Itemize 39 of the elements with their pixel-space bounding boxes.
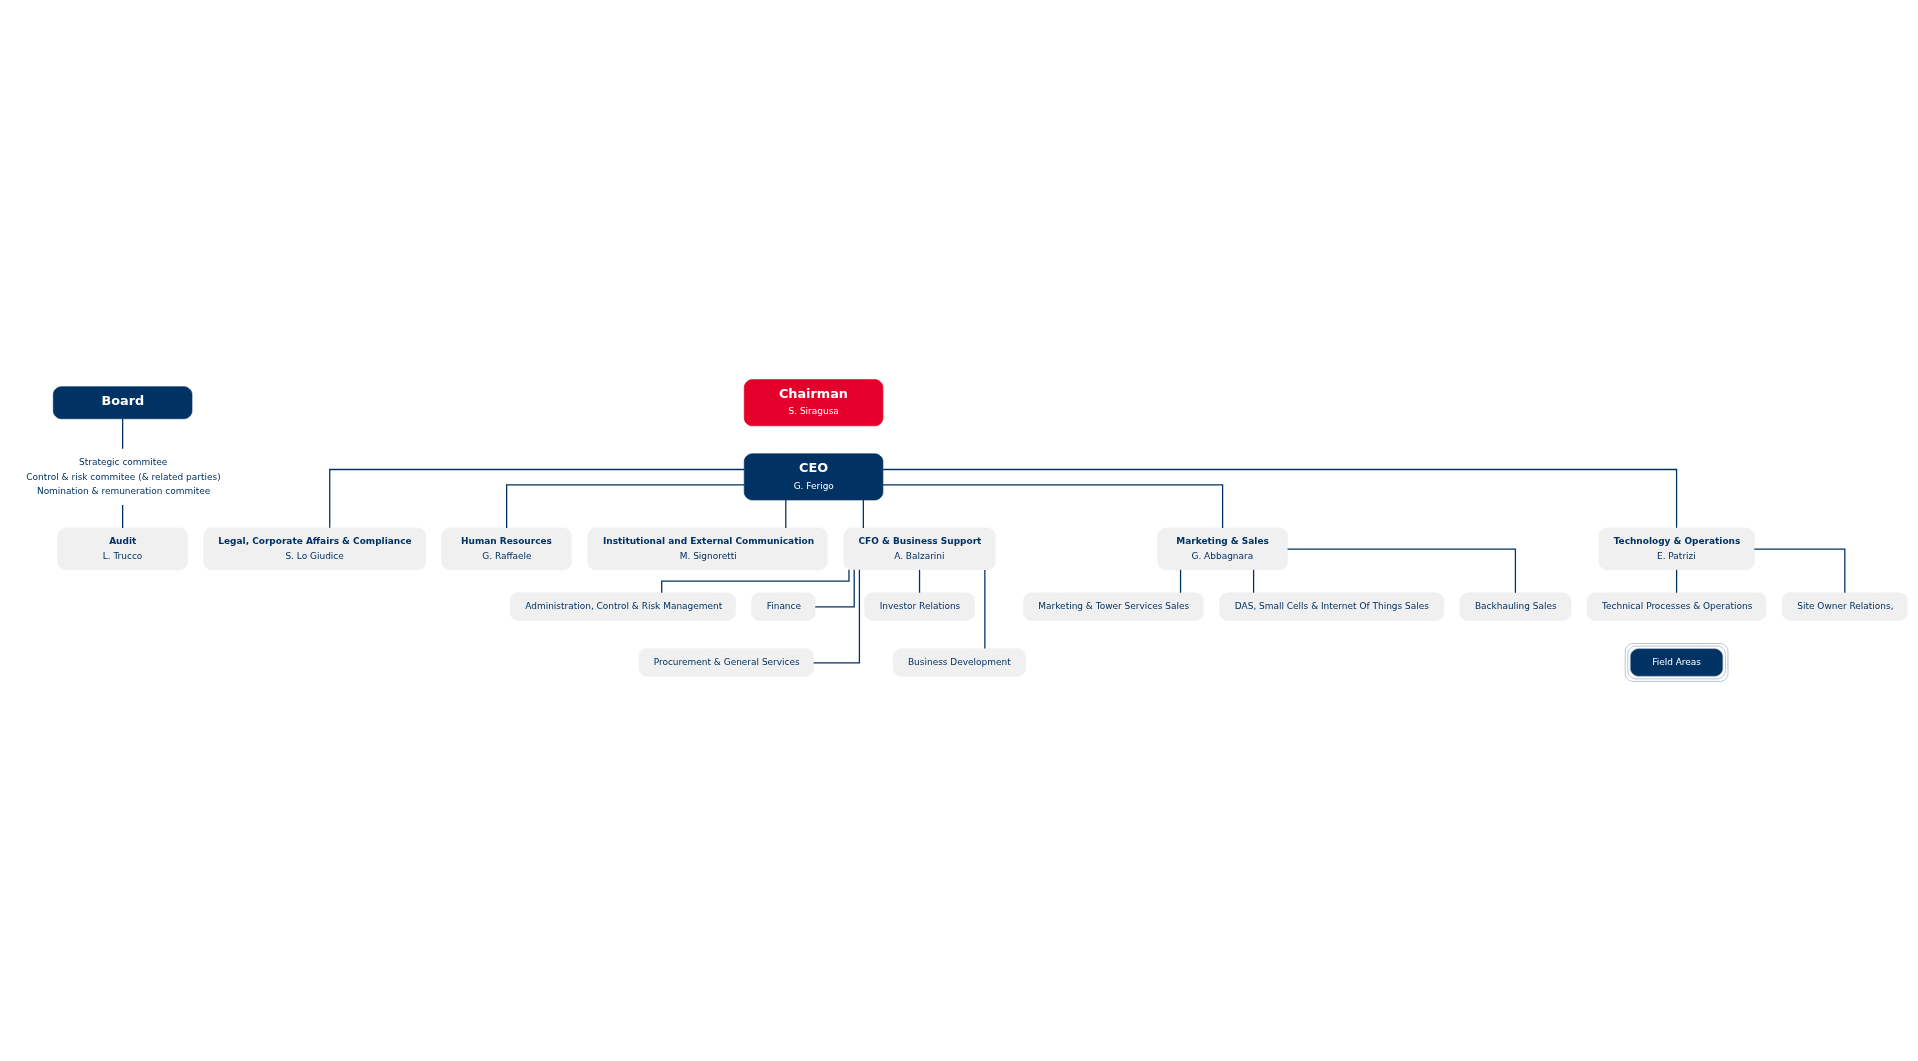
node-box: Institutional and External Communication M. Signoretti — [587, 527, 828, 570]
node-box: Chairman S. Siragusa — [743, 379, 883, 427]
connector — [812, 569, 860, 664]
node-box: Business Development — [892, 648, 1026, 677]
node-box: Investor Relations — [863, 592, 975, 621]
connector — [505, 484, 745, 529]
node-box: Technology & Operations E. Patrizi — [1598, 527, 1755, 570]
connector — [1753, 548, 1845, 594]
connector — [1179, 569, 1181, 594]
node-text: Strategic commitee Control & risk commitee (& related parties) Nomination & remuneration commitee — [25, 457, 221, 496]
connector — [328, 468, 745, 529]
connector — [814, 569, 855, 608]
connector — [1675, 569, 1677, 594]
connector — [121, 504, 123, 529]
node-box: Finance — [750, 592, 815, 621]
connector — [121, 418, 123, 450]
node-box: Backhauling Sales — [1459, 592, 1571, 621]
node-box: CFO & Business Support A. Balzarini — [842, 527, 996, 570]
connector — [1286, 548, 1516, 594]
node-box: Administration, Control & Risk Management — [509, 592, 736, 621]
connector — [1252, 569, 1254, 594]
node-box: CEO G. Ferigo — [743, 453, 883, 501]
node-box: Marketing & Tower Services Sales — [1022, 592, 1204, 621]
node-box: Site Owner Relations, — [1781, 592, 1908, 621]
node-box: Marketing & Sales G. Abbagnara — [1156, 527, 1288, 570]
connector — [784, 499, 786, 529]
connector — [881, 484, 1223, 529]
node-box: DAS, Small Cells & Internet Of Things Sales — [1218, 592, 1444, 621]
connector — [983, 569, 985, 650]
connector — [660, 569, 850, 594]
node-box: Technical Processes & Operations — [1586, 592, 1766, 621]
node-box: Audit L. Trucco — [57, 527, 188, 570]
node-box: Legal, Corporate Affairs & Compliance S. Lo Giudice — [202, 527, 426, 570]
node-box: Procurement & General Services — [638, 648, 814, 677]
node-box: Human Resources G. Raffaele — [440, 527, 572, 570]
connector — [881, 468, 1677, 529]
node-box: Board — [52, 386, 192, 420]
connector — [862, 499, 864, 529]
connector — [918, 569, 920, 594]
